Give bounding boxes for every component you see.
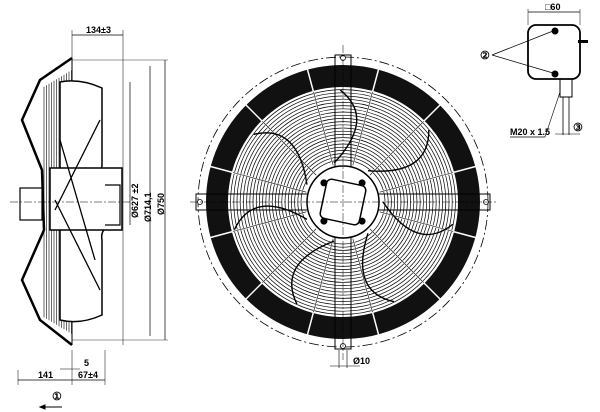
guard-spoke [369, 228, 424, 283]
guard-spoke [369, 121, 424, 176]
dim-thread: M20 x 1.5 [510, 127, 550, 137]
guard-spoke [313, 91, 334, 166]
fan-blade [291, 240, 335, 305]
guard-spoke [232, 172, 307, 193]
hub-bolt [320, 217, 328, 225]
guard-spoke [262, 121, 317, 176]
guard-spoke [232, 211, 307, 232]
guard-spoke [379, 172, 454, 193]
fan-blade [253, 132, 308, 185]
dim-dia-750: Ø750 [156, 193, 166, 215]
cable-gland [559, 78, 573, 98]
guard-outline [20, 56, 73, 346]
dim-depth-top: 134±3 [86, 25, 111, 35]
screw-bottom [551, 70, 559, 78]
screw-top [551, 27, 559, 35]
side-view [10, 30, 168, 410]
dim-depth-141: 141 [38, 370, 53, 380]
front-view [190, 45, 496, 368]
hub-bolt [358, 179, 366, 187]
terminal-box [527, 24, 581, 80]
dim-dia-627: Ø627 ±2 [130, 184, 140, 218]
dim-hole-dia: Ø10 [353, 356, 370, 366]
callout-2: ② [480, 50, 490, 62]
fan-blade [367, 130, 430, 172]
guard-spoke [379, 211, 454, 232]
fan-blade [233, 205, 308, 230]
dim-dia-714: Ø714,1 [143, 192, 153, 222]
fan-blade [361, 233, 395, 303]
guard-spoke [352, 91, 373, 166]
hub-bolt [358, 217, 366, 225]
terminal-box-side [19, 187, 43, 221]
fan-blade [333, 89, 358, 164]
guard-spoke [313, 238, 334, 313]
terminal-box-detail [491, 9, 588, 138]
callout-1: ① [52, 391, 62, 403]
dim-depth-67: 67±4 [78, 370, 98, 380]
dim-box-size: □60 [545, 2, 560, 12]
guard-spoke [352, 238, 373, 313]
fan-blade [382, 201, 454, 236]
guard-spoke [262, 228, 317, 283]
dim-offset-5: 5 [84, 358, 89, 368]
hub-bolt [320, 179, 328, 187]
motor-hub [49, 167, 123, 231]
callout-3: ③ [573, 122, 583, 134]
